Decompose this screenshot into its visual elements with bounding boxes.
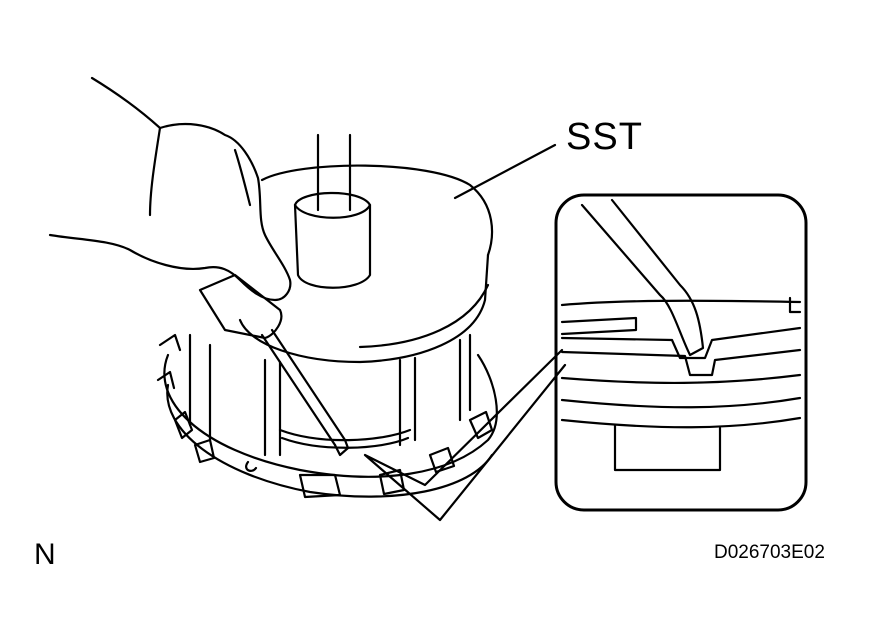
view-letter: N: [34, 538, 56, 571]
detail-ring-line2: [560, 316, 638, 336]
detail-view: [554, 193, 808, 512]
hand-outline: [48, 76, 292, 302]
detail-ring-line5: [560, 373, 802, 385]
sst-disc-rim: [358, 283, 490, 349]
screwdriver-tip: [333, 438, 350, 457]
detail-screwdriver-blade: [580, 198, 705, 357]
hand-finger: [148, 126, 252, 217]
sst-hub: [293, 191, 372, 289]
sst-leader-line: [453, 143, 557, 200]
sst-shaft: [316, 133, 352, 212]
detail-ring-line6: [560, 396, 802, 409]
detail-lug-top: [788, 296, 802, 314]
detail-lug: [613, 423, 722, 472]
drum-body: [188, 333, 472, 457]
screwdriver-handle: [198, 273, 283, 340]
detail-callout-lines: [363, 348, 567, 522]
sst-disc-side: [238, 253, 490, 364]
ring-mark: [245, 460, 258, 472]
sst-hub-top: [293, 203, 372, 219]
sst-label: SST: [566, 116, 643, 158]
detail-ring-upper: [560, 299, 802, 307]
hand: [48, 76, 292, 302]
screwdriver: [198, 273, 350, 457]
detail-ring-line7: [560, 416, 802, 429]
sst-disc-top: [260, 164, 494, 257]
detail-frame: [554, 193, 808, 512]
drum-flange-lower: [166, 383, 494, 498]
figure-code: D026703E02: [714, 542, 825, 563]
detail-ring-line4: [560, 348, 802, 377]
screwdriver-shaft: [260, 328, 347, 447]
sst-tool: [238, 133, 494, 364]
detail-ring-line3: [560, 326, 802, 360]
